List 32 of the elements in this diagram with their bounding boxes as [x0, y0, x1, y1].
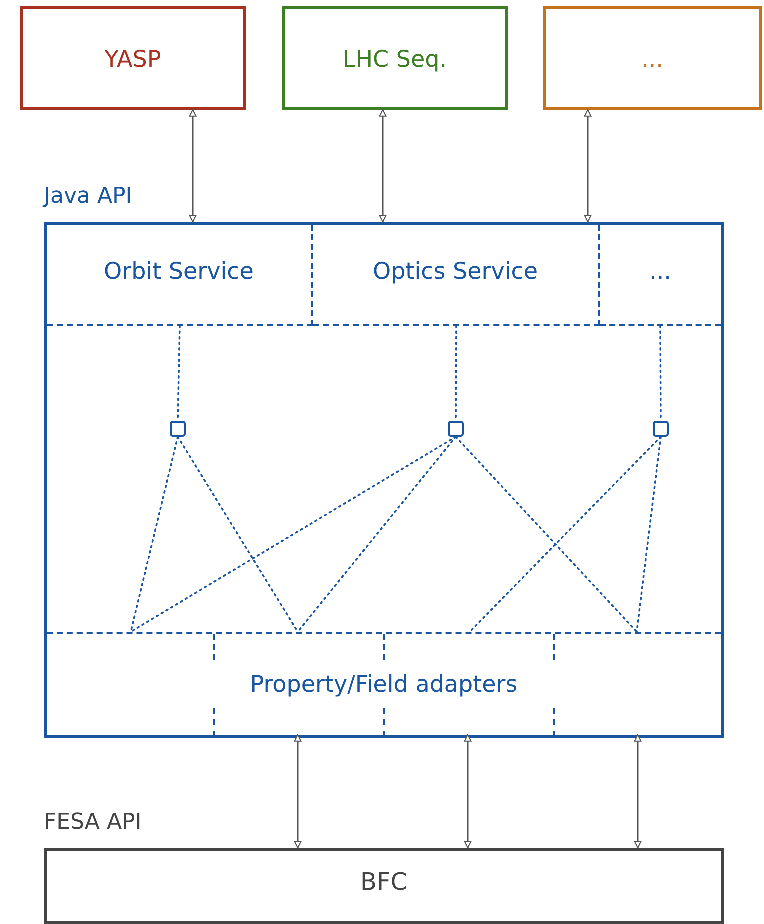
application-label: ...	[640, 47, 664, 73]
connection-point	[170, 421, 186, 437]
application-box	[20, 6, 246, 110]
connection-point	[448, 421, 464, 437]
double-arrow	[379, 109, 387, 223]
layer-heading: Java API	[44, 184, 134, 209]
double-arrow	[294, 734, 302, 849]
adapter-band	[47, 632, 721, 735]
dotted-connector	[636, 436, 662, 633]
dotted-connector	[455, 436, 638, 633]
double-arrow	[464, 734, 472, 849]
double-arrow	[634, 734, 642, 849]
connection-point	[653, 421, 669, 437]
adapter-label: Property/Field adapters	[250, 672, 518, 698]
service-label: Optics Service	[372, 259, 540, 285]
dotted-connector	[469, 436, 662, 633]
service-label: ...	[648, 259, 672, 285]
dotted-connector	[130, 436, 457, 633]
double-arrow	[584, 109, 592, 223]
dotted-connector	[177, 436, 299, 633]
service-cell	[47, 225, 313, 326]
dotted-connector	[297, 436, 457, 633]
double-arrow	[189, 109, 197, 223]
component-label: BFC	[359, 868, 409, 896]
application-label: YASP	[104, 47, 162, 73]
layer-heading: FESA API	[44, 810, 143, 835]
application-box	[282, 6, 508, 110]
service-label: Orbit Service	[103, 259, 255, 285]
dotted-connector	[130, 436, 179, 633]
application-label: LHC Seq.	[342, 47, 448, 73]
service-cell	[313, 225, 600, 326]
application-box	[543, 6, 762, 110]
